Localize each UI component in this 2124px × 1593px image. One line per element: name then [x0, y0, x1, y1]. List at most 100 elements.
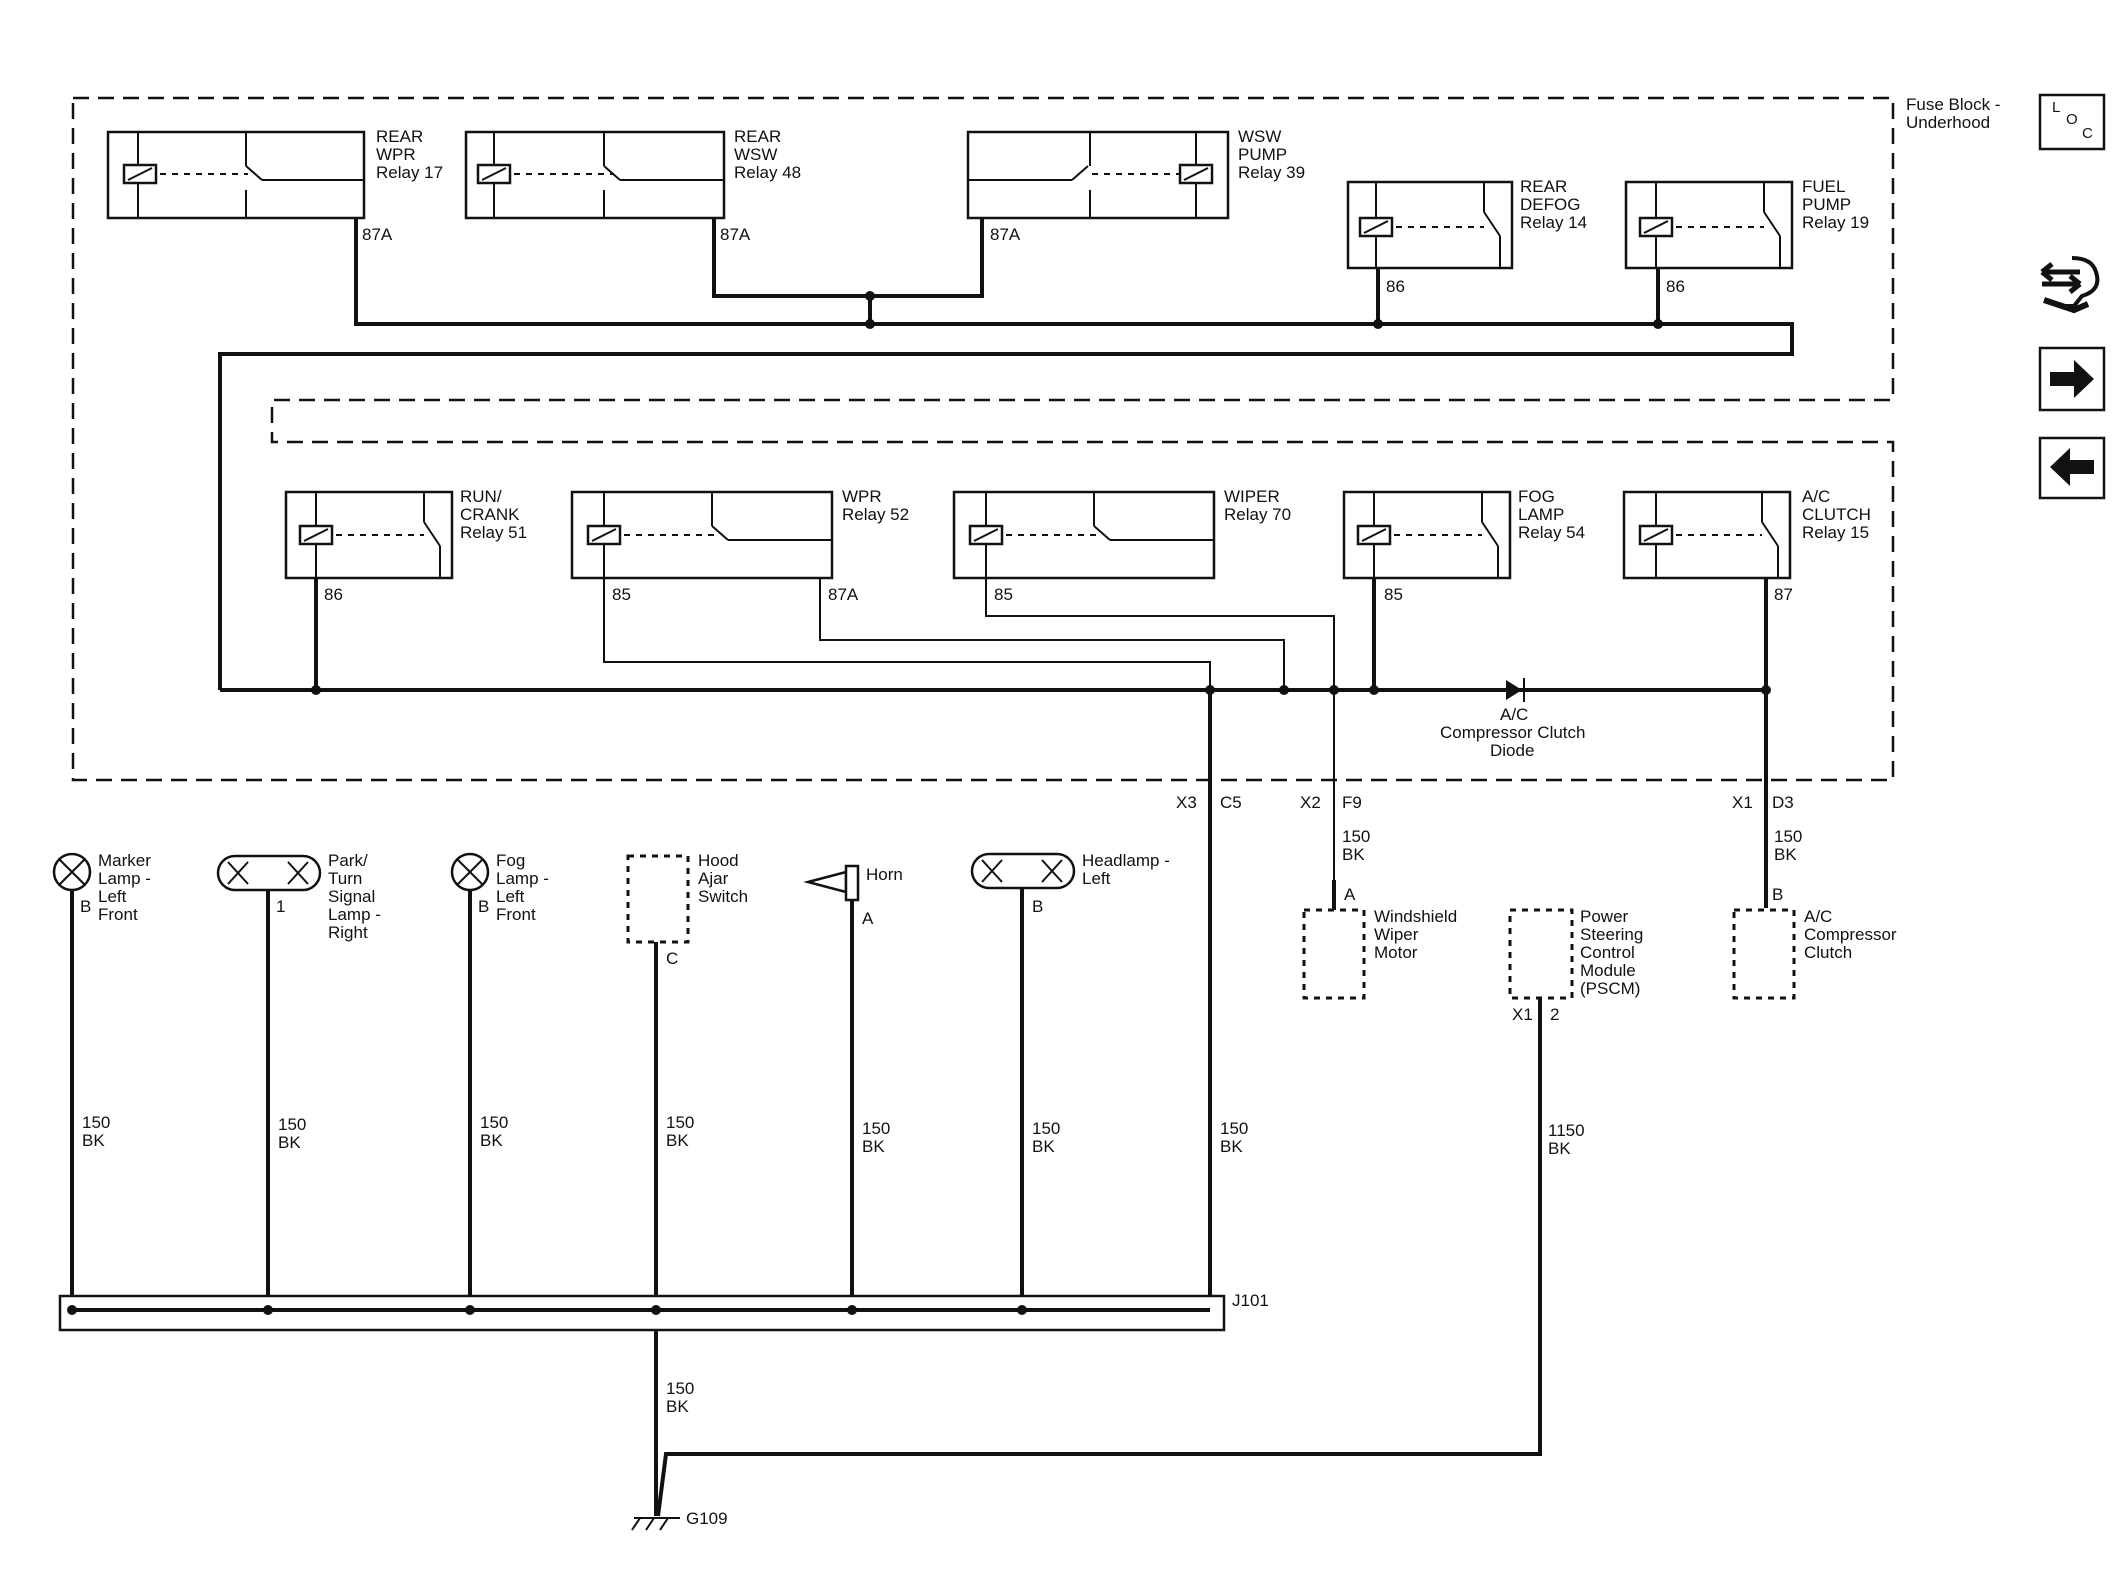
svg-text:Fog: Fog: [496, 851, 525, 870]
svg-text:REAR: REAR: [1520, 177, 1567, 196]
svg-text:REAR: REAR: [376, 127, 423, 146]
ac-compressor-clutch: B A/C Compressor Clutch: [1732, 885, 1897, 1000]
svg-text:BK: BK: [1342, 845, 1365, 864]
svg-text:A/C: A/C: [1500, 705, 1528, 724]
svg-text:Hood: Hood: [698, 851, 739, 870]
svg-text:85: 85: [994, 585, 1013, 604]
svg-text:FOG: FOG: [1518, 487, 1555, 506]
relay-ac-clutch: A/C CLUTCH Relay 15 87: [1622, 487, 1871, 604]
svg-text:WIPER: WIPER: [1224, 487, 1280, 506]
svg-text:87A: 87A: [990, 225, 1021, 244]
svg-text:WSW: WSW: [1238, 127, 1281, 146]
svg-text:86: 86: [324, 585, 343, 604]
svg-text:L: L: [2052, 99, 2060, 116]
svg-text:X3: X3: [1176, 793, 1197, 812]
svg-text:Front: Front: [98, 905, 138, 924]
svg-text:F9: F9: [1342, 793, 1362, 812]
svg-text:RUN/: RUN/: [460, 487, 502, 506]
svg-text:Compressor: Compressor: [1804, 925, 1897, 944]
svg-text:Motor: Motor: [1374, 943, 1418, 962]
svg-text:Relay 39: Relay 39: [1238, 163, 1305, 182]
relay-rear-wsw: REAR WSW Relay 48 87A: [464, 127, 801, 244]
svg-text:Signal: Signal: [328, 887, 375, 906]
svg-text:Relay 51: Relay 51: [460, 523, 527, 542]
fog-lamp-left-front: Fog Lamp - Left Front B 150 BK: [450, 851, 549, 1310]
svg-text:2: 2: [1550, 1005, 1559, 1024]
svg-text:87A: 87A: [720, 225, 751, 244]
svg-text:Relay 15: Relay 15: [1802, 523, 1869, 542]
svg-text:B: B: [1772, 885, 1783, 904]
svg-text:Power: Power: [1580, 907, 1629, 926]
ground-g109: 150 BK G109: [631, 1379, 728, 1531]
svg-text:B: B: [80, 897, 91, 916]
svg-text:BK: BK: [278, 1133, 301, 1152]
svg-text:LAMP: LAMP: [1518, 505, 1564, 524]
relay-rear-wpr: REAR WPR Relay 17 87A: [106, 127, 443, 244]
connector-labels: X3 C5 X2 F9 X1 D3: [1176, 793, 1794, 812]
windshield-wiper-motor: A Windshield Wiper Motor: [1302, 885, 1457, 1000]
svg-text:Module: Module: [1580, 961, 1636, 980]
svg-text:A: A: [862, 909, 874, 928]
svg-text:C: C: [666, 949, 678, 968]
svg-text:150: 150: [82, 1113, 110, 1132]
relay-rear-defog: REAR DEFOG Relay 14 86: [1346, 177, 1587, 296]
svg-text:150: 150: [666, 1379, 694, 1398]
svg-text:FUEL: FUEL: [1802, 177, 1845, 196]
svg-text:C5: C5: [1220, 793, 1242, 812]
svg-text:Windshield: Windshield: [1374, 907, 1457, 926]
previous-page-button[interactable]: [2038, 436, 2106, 500]
svg-text:Relay 52: Relay 52: [842, 505, 909, 524]
park-turn-signal-lamp-right: Park/ Turn Signal Lamp - Right 1 150 BK: [216, 851, 381, 1310]
svg-text:Left: Left: [1082, 869, 1111, 888]
svg-text:150: 150: [862, 1119, 890, 1138]
next-page-button[interactable]: [2038, 346, 2106, 412]
wire-label-x3: 150: [1220, 1119, 1248, 1138]
svg-text:PUMP: PUMP: [1238, 145, 1287, 164]
svg-text:Lamp -: Lamp -: [328, 905, 381, 924]
svg-text:B: B: [1032, 897, 1043, 916]
svg-text:1: 1: [276, 897, 285, 916]
svg-text:Underhood: Underhood: [1906, 113, 1990, 132]
svg-text:D3: D3: [1772, 793, 1794, 812]
fuse-block-outline-upper: [71, 96, 1895, 782]
svg-text:Left: Left: [98, 887, 127, 906]
svg-text:150: 150: [666, 1113, 694, 1132]
svg-text:87A: 87A: [362, 225, 393, 244]
top-bus-wiring: [218, 218, 1794, 690]
svg-text:WPR: WPR: [376, 145, 416, 164]
relay-fog-lamp: FOG LAMP Relay 54 85: [1342, 487, 1585, 604]
fuse-block-label: Fuse Block - Underhood: [1906, 95, 2000, 132]
svg-text:150: 150: [1032, 1119, 1060, 1138]
relay-wsw-pump: WSW PUMP Relay 39 87A: [966, 127, 1305, 244]
svg-text:A/C: A/C: [1802, 487, 1830, 506]
ac-compressor-clutch-diode: A/C Compressor Clutch Diode: [1440, 678, 1586, 760]
svg-text:Ajar: Ajar: [698, 869, 729, 888]
svg-text:WPR: WPR: [842, 487, 882, 506]
relay-wpr: WPR Relay 52 85 87A: [570, 487, 909, 604]
location-button[interactable]: L O C: [2038, 93, 2106, 151]
headlamp-left: Headlamp - Left B 150 BK: [970, 851, 1170, 1310]
svg-text:86: 86: [1666, 277, 1685, 296]
relay-wiper: WIPER Relay 70 85: [952, 487, 1291, 604]
svg-text:X1: X1: [1512, 1005, 1533, 1024]
svg-text:PUMP: PUMP: [1802, 195, 1851, 214]
svg-text:Lamp -: Lamp -: [496, 869, 549, 888]
svg-text:B: B: [478, 897, 489, 916]
arrow-right-icon: [2050, 360, 2094, 398]
relay-run-crank: RUN/ CRANK Relay 51 86: [284, 487, 527, 604]
svg-text:Front: Front: [496, 905, 536, 924]
svg-text:J101: J101: [1232, 1291, 1269, 1310]
svg-text:Clutch: Clutch: [1804, 943, 1852, 962]
wrench-arrows-icon[interactable]: [2040, 256, 2100, 314]
svg-text:Fuse Block -: Fuse Block -: [1906, 95, 2000, 114]
svg-text:DEFOG: DEFOG: [1520, 195, 1580, 214]
svg-text:Switch: Switch: [698, 887, 748, 906]
svg-text:Relay 17: Relay 17: [376, 163, 443, 182]
svg-text:87A: 87A: [828, 585, 859, 604]
svg-text:BK: BK: [666, 1131, 689, 1150]
svg-text:Horn: Horn: [866, 865, 903, 884]
svg-text:C: C: [2082, 125, 2093, 142]
svg-text:150: 150: [278, 1115, 306, 1134]
svg-text:Control: Control: [1580, 943, 1635, 962]
svg-text:Headlamp -: Headlamp -: [1082, 851, 1170, 870]
